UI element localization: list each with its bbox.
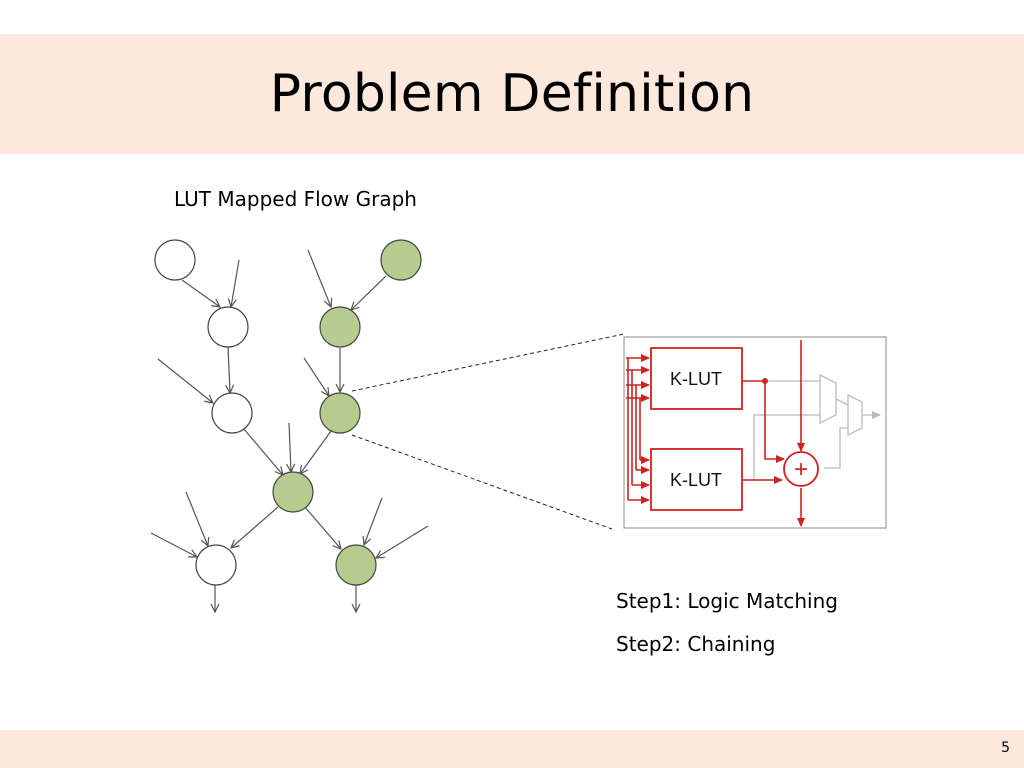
graph-node bbox=[207, 306, 249, 348]
edge bbox=[228, 346, 230, 393]
zoom-line-top bbox=[351, 333, 625, 392]
lut-box-bottom bbox=[650, 448, 743, 511]
graph-node-highlighted bbox=[272, 471, 314, 513]
edge bbox=[231, 259, 240, 307]
lut-label-top: K-LUT bbox=[670, 369, 722, 389]
graph-edges bbox=[150, 249, 429, 612]
graph-node bbox=[211, 392, 253, 434]
graph-node-highlighted bbox=[319, 392, 361, 434]
edge bbox=[231, 506, 279, 548]
step-chaining: Step2: Chaining bbox=[616, 632, 776, 656]
edge bbox=[303, 357, 329, 396]
edge bbox=[300, 430, 332, 474]
slide-title: Problem Definition bbox=[269, 64, 755, 124]
zoom-line-bottom bbox=[351, 434, 613, 530]
graph-node bbox=[154, 239, 196, 281]
edge bbox=[376, 525, 429, 558]
edge bbox=[364, 497, 383, 545]
edge bbox=[157, 358, 213, 403]
edge bbox=[303, 505, 341, 549]
graph-node-highlighted bbox=[335, 544, 377, 586]
circuit-inset: K-LUT K-LUT + bbox=[623, 336, 887, 529]
adder-symbol: + bbox=[794, 456, 808, 483]
step-logic-matching: Step1: Logic Matching bbox=[616, 589, 838, 613]
edge bbox=[150, 532, 197, 557]
edge bbox=[307, 249, 331, 307]
edge bbox=[181, 279, 220, 307]
graph-node bbox=[195, 544, 237, 586]
page-number: 5 bbox=[1001, 740, 1010, 756]
graph-node-highlighted bbox=[380, 239, 422, 281]
graph-nodes bbox=[154, 239, 422, 586]
edge bbox=[289, 422, 291, 472]
adder-circle bbox=[783, 451, 819, 487]
edge bbox=[351, 275, 387, 310]
graph-caption: LUT Mapped Flow Graph bbox=[174, 187, 417, 211]
title-banner: Problem Definition bbox=[0, 34, 1024, 154]
edge bbox=[242, 427, 283, 475]
graph-node-highlighted bbox=[319, 306, 361, 348]
edge bbox=[185, 491, 208, 546]
junction-dot bbox=[762, 378, 768, 384]
lut-label-bottom: K-LUT bbox=[670, 470, 722, 490]
lut-box-top bbox=[650, 347, 743, 410]
footer-banner: 5 bbox=[0, 730, 1024, 768]
